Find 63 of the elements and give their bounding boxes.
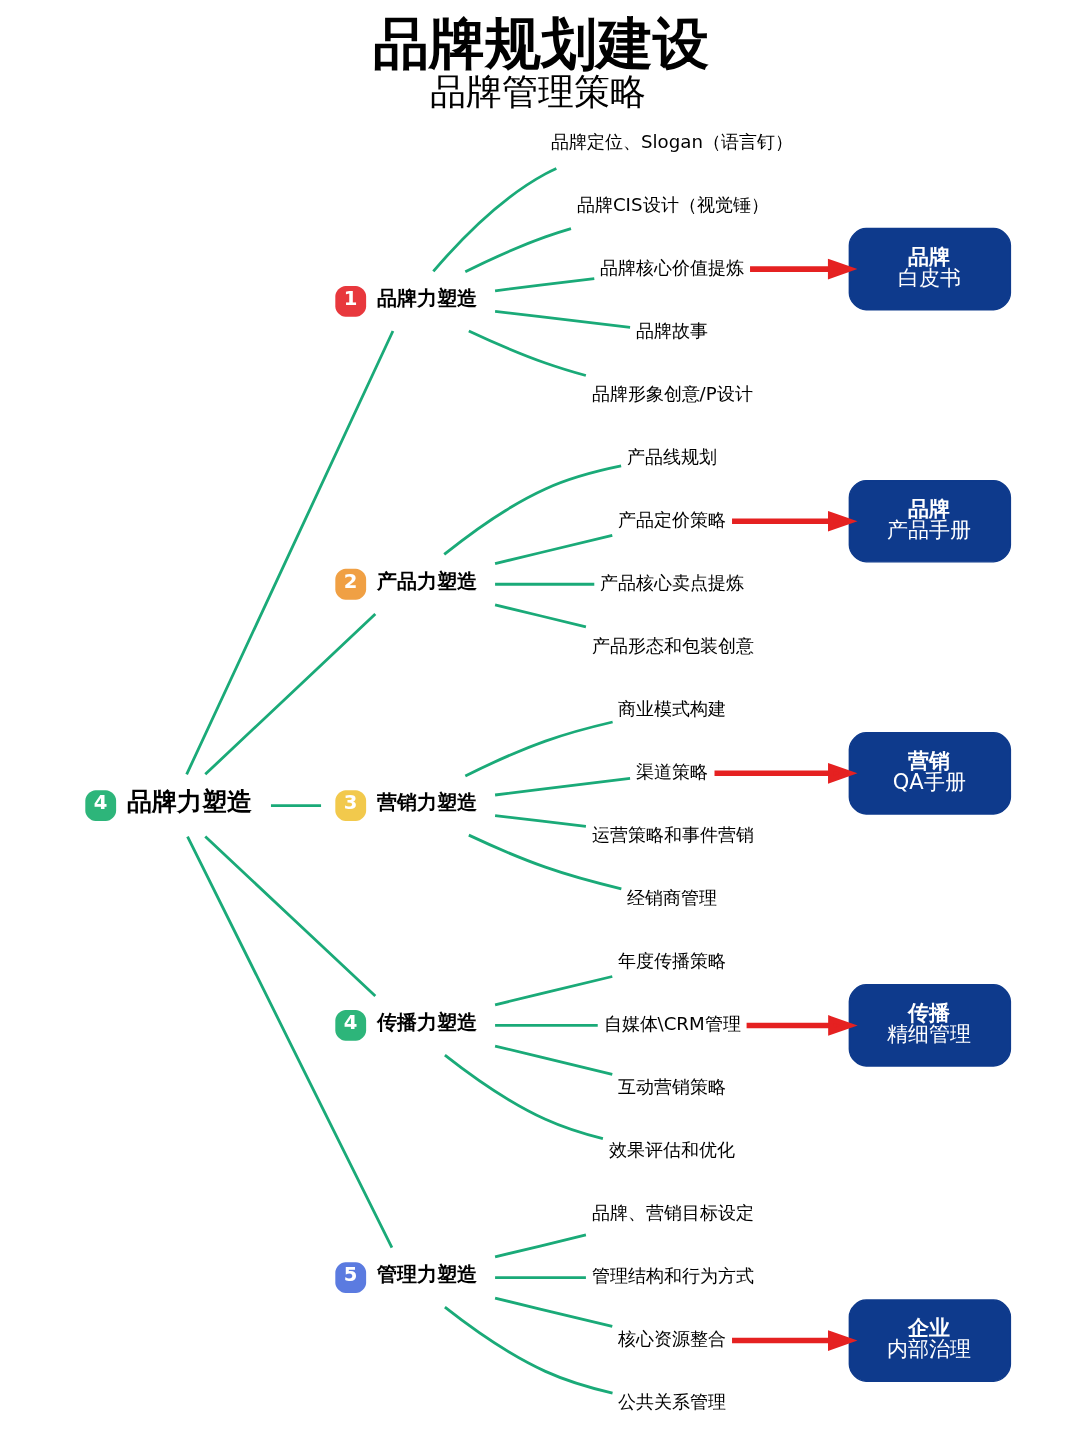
arrow (731, 510, 857, 532)
connector (494, 582, 594, 586)
node-label: 品牌力塑造 (126, 787, 252, 817)
connector (494, 814, 586, 828)
node-text: 品牌CIS设计（视觉锤） (576, 193, 769, 215)
node-text: 公共关系管理 (617, 1391, 726, 1413)
connector (494, 1276, 586, 1279)
connector (494, 310, 630, 329)
node-text: 渠道策略 (635, 761, 708, 783)
node-text: 核心资源整合 (617, 1328, 726, 1350)
connector (442, 464, 621, 556)
node-box: 品牌 产品手册 (848, 479, 1011, 563)
arrow (714, 763, 857, 784)
node-label: 管理力塑造 (376, 1263, 477, 1287)
connector (464, 227, 571, 273)
connector (467, 833, 622, 891)
node-box: 企业 内部治理 (848, 1299, 1011, 1382)
connector (464, 720, 613, 778)
connector (270, 804, 321, 807)
connector (203, 612, 376, 776)
node-text: 效果评估和优化 (608, 1139, 735, 1161)
connector (494, 533, 613, 565)
connector (494, 1233, 586, 1259)
node-label: 产品力塑造 (376, 570, 477, 594)
connector (443, 1053, 603, 1141)
node-text: 品牌、营销目标设定 (591, 1202, 754, 1224)
connector (184, 330, 394, 775)
arrow (749, 258, 857, 280)
connector (494, 277, 594, 293)
node-text: 产品定价策略 (617, 508, 726, 530)
connector (494, 1044, 613, 1076)
node-label: 传播力塑造 (376, 1011, 477, 1035)
node-text: 运营策略和事件营销 (591, 824, 754, 846)
node-text: 商业模式构建 (617, 698, 726, 720)
node-text: 品牌故事 (635, 319, 708, 341)
node-text: 自媒体\CRM管理 (603, 1013, 741, 1035)
connector (467, 329, 586, 377)
node-text: 品牌核心价值提炼 (599, 256, 744, 278)
node-text: 品牌形象创意/P设计 (591, 382, 753, 404)
node-box: 营销 QA手册 (848, 732, 1011, 815)
node-box: 品牌 白皮书 (848, 227, 1011, 311)
node-text: 经销商管理 (626, 887, 717, 909)
connector (494, 1296, 613, 1328)
arrow (746, 1015, 858, 1036)
connector (431, 167, 557, 273)
connector (185, 835, 393, 1249)
connector (494, 603, 586, 629)
node-text: 年度传播策略 (617, 950, 726, 972)
node-label: 品牌力塑造 (376, 287, 477, 311)
node-text: 产品形态和包装创意 (591, 635, 754, 657)
connector (203, 835, 376, 997)
node-text: 产品核心卖点提炼 (599, 572, 744, 593)
node-box: 传播 精细管理 (848, 984, 1011, 1067)
node-text: 品牌定位、Slogan（语言钉） (550, 130, 793, 152)
connector (494, 1024, 598, 1027)
node-text: 产品线规划 (626, 445, 717, 467)
connector (494, 776, 630, 797)
connector (443, 1306, 613, 1395)
connector (494, 975, 613, 1007)
node-label: 营销力塑造 (376, 791, 477, 815)
arrow (731, 1330, 857, 1351)
node-text: 互动营销策略 (617, 1076, 726, 1098)
node-text: 管理结构和行为方式 (591, 1265, 754, 1287)
